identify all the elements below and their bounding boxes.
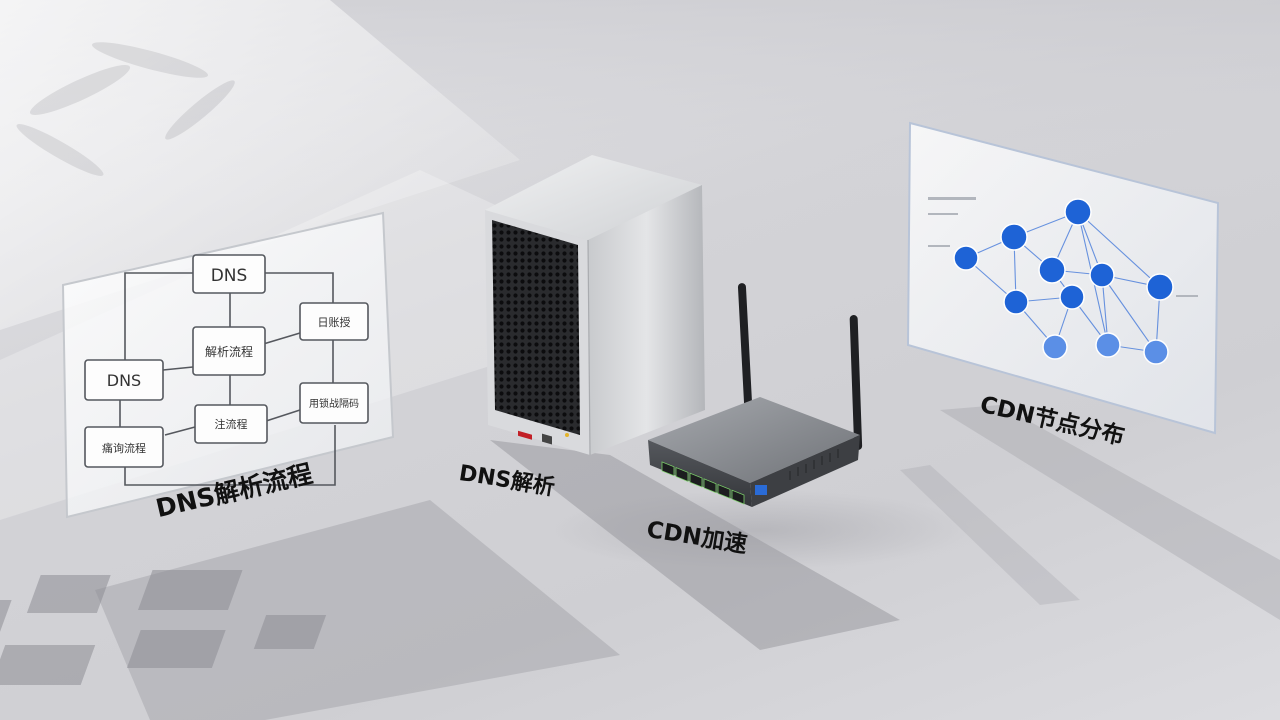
cdn-node-panel	[906, 121, 1220, 435]
flow-box-right-mid	[299, 382, 369, 424]
cdn-node	[1000, 223, 1028, 251]
status-led-icon	[565, 433, 569, 437]
flow-box-bottom-center	[194, 404, 268, 444]
cdn-node	[1003, 289, 1029, 315]
flow-box-center	[192, 326, 266, 376]
power-led-icon	[518, 430, 532, 440]
cdn-node	[1059, 284, 1085, 310]
antenna-right-icon	[849, 315, 863, 450]
usb-port-icon	[542, 433, 552, 445]
cdn-node	[1146, 273, 1174, 301]
flow-box-bottom-left	[84, 426, 164, 468]
router	[648, 283, 863, 507]
nas-server	[485, 155, 705, 456]
cdn-node	[1095, 332, 1121, 358]
flow-box-right-top	[299, 302, 369, 341]
cdn-node	[953, 245, 979, 271]
cdn-node	[1064, 198, 1092, 226]
flow-label-top: DNS	[211, 266, 248, 286]
cdn-node	[1038, 256, 1066, 284]
flow-label-center: 解析流程	[205, 344, 253, 359]
flow-label-bottom-left: 痛询流程	[102, 441, 146, 455]
antenna-left-icon	[737, 283, 753, 413]
flow-label-right-mid: 用锁战隔码	[309, 397, 359, 410]
cdn-node	[1089, 262, 1115, 288]
flow-label-right-top: 日账授	[318, 315, 351, 329]
flow-label-bottom-center: 注流程	[215, 417, 248, 431]
flow-box-left	[84, 359, 164, 401]
cdn-node	[1042, 334, 1068, 360]
port-led-icon	[755, 485, 767, 495]
dns-flow-panel: DNS 解析流程 日账授 DNS 用锁战隔码 痛询流程 注流程	[61, 211, 395, 519]
flow-box-top	[192, 254, 266, 294]
cdn-node	[1143, 339, 1169, 365]
flow-label-left: DNS	[107, 371, 141, 390]
